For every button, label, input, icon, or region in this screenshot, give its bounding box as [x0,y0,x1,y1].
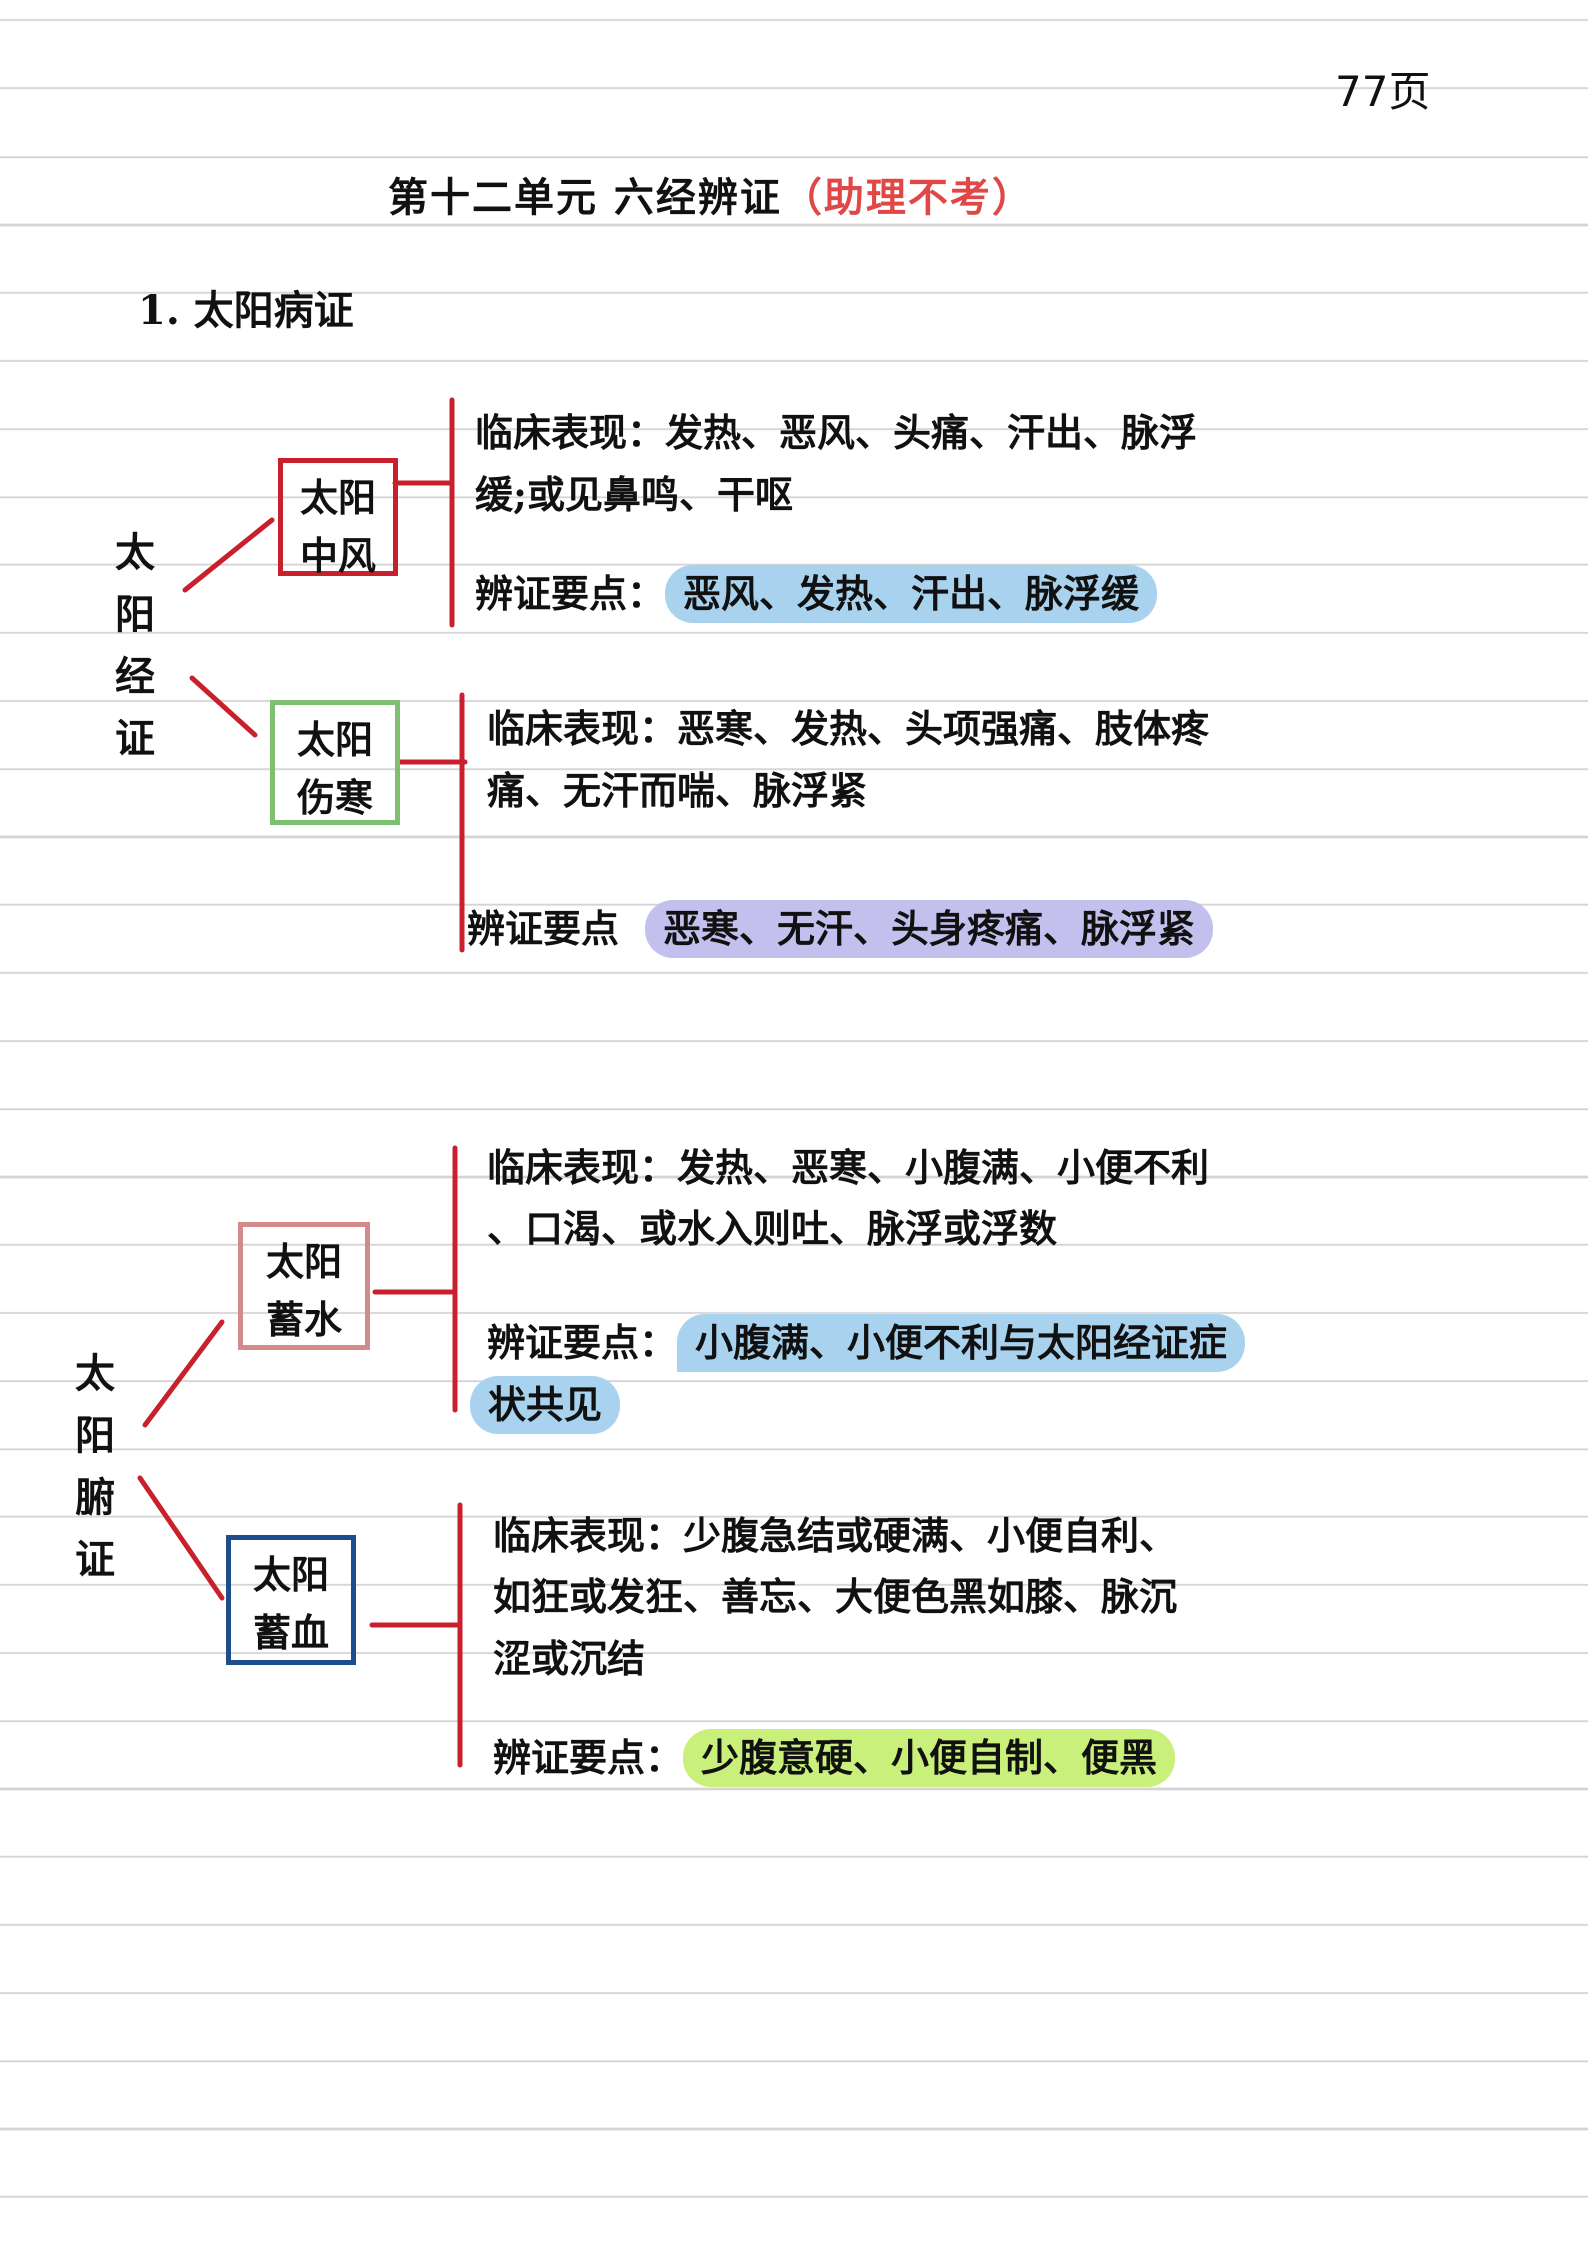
group-label-char: 证 [75,1536,115,1583]
box-taiyang-xushui: 太阳 蓄水 [238,1222,370,1350]
clinical-zhongfeng-line1: 临床表现：发热、恶风、头痛、汗出、脉浮 [475,410,1198,455]
clinical-shanghan-line1: 临床表现：恶寒、发热、头项强痛、肢体疼 [487,706,1210,751]
box-line2: 蓄血 [252,1610,329,1655]
key-points-zhongfeng: 辨证要点：恶风、发热、汗出、脉浮缓 [475,563,1158,625]
key-label: 辨证要点： [475,571,666,616]
key-label: 辨证要点： [493,1735,684,1780]
box-taiyang-shanghan: 太阳 伤寒 [270,700,400,825]
title-main: 第十二单元 六经辨证 [388,174,782,221]
key-points-shanghan: 辨证要点恶寒、无汗、头身疼痛、脉浮紧 [467,898,1214,960]
clinical-xuxue-line1: 临床表现：少腹急结或硬满、小便自利、 [493,1513,1178,1558]
group-label-char: 经 [115,653,155,700]
key-label: 辨证要点 [467,906,620,951]
key-highlight: 恶寒、无汗、头身疼痛、脉浮紧 [645,900,1214,958]
group-label-char: 证 [115,715,155,762]
page-title: 第十二单元 六经辨证（助理不考） [388,165,1034,223]
branch-line-zhongfeng [182,517,275,593]
group-label-jingzheng: 太 阳 经 证 [110,522,160,770]
group-label-char: 太 [75,1350,115,1397]
key-points-xushui-cont: 状共见 [470,1374,621,1436]
box-taiyang-zhongfeng: 太阳 中风 [278,458,398,578]
title-note: （助理不考） [781,174,1034,221]
box-line2: 中风 [299,533,376,578]
clinical-xushui-line1: 临床表现：发热、恶寒、小腹满、小便不利 [487,1145,1210,1190]
box-taiyang-xuxue: 太阳 蓄血 [226,1535,356,1665]
box-line1: 太阳 [299,475,376,520]
clinical-xushui-line2: 、口渴、或水入则吐、脉浮或浮数 [487,1206,1058,1251]
box-line2: 伤寒 [296,775,373,820]
group-label-char: 太 [115,529,155,576]
clinical-xuxue-line2: 如狂或发狂、善忘、大便色黑如膝、脉沉 [493,1574,1178,1619]
key-highlight: 少腹意硬、小便自制、便黑 [683,1729,1176,1787]
branch-line-xushui [142,1319,225,1428]
page-number: 77页 [1335,67,1431,116]
branch-line-xuexue [137,1475,225,1601]
clinical-shanghan-line2: 痛、无汗而喘、脉浮紧 [487,768,868,813]
box-line2: 蓄水 [265,1297,342,1342]
key-points-xushui: 辨证要点：小腹满、小便不利与太阳经证症 [487,1312,1246,1374]
group-label-char: 阳 [115,591,155,638]
clinical-xuxue-line3: 涩或沉结 [493,1636,646,1681]
group-label-fuzheng: 太 阳 腑 证 [70,1343,120,1591]
key-points-xuxue: 辨证要点：少腹意硬、小便自制、便黑 [493,1727,1176,1789]
group-label-char: 阳 [75,1412,115,1459]
box-line1: 太阳 [265,1239,342,1284]
box-line1: 太阳 [252,1552,329,1597]
section-heading: 1. 太阳病证 [138,287,354,334]
key-highlight: 小腹满、小便不利与太阳经证症 [677,1314,1246,1372]
group-label-char: 腑 [75,1474,115,1521]
key-label: 辨证要点： [487,1320,678,1365]
key-highlight-cont: 状共见 [470,1376,621,1434]
key-highlight: 恶风、发热、汗出、脉浮缓 [665,565,1158,623]
branch-line-shanghan [189,675,258,738]
box-line1: 太阳 [296,717,373,762]
clinical-zhongfeng-line2: 缓;或见鼻鸣、干呕 [475,472,794,517]
